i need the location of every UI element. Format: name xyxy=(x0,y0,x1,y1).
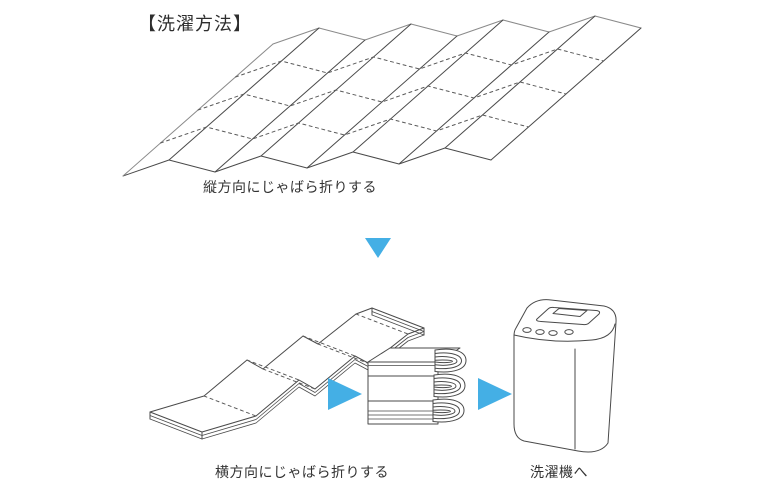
step1-caption: 縦方向にじゃばら折りする xyxy=(203,179,377,195)
down-arrow-icon xyxy=(365,238,391,258)
right-arrow-icon xyxy=(328,378,362,410)
step4-caption: 洗濯機へ xyxy=(530,464,588,480)
washing-machine-diagram xyxy=(513,299,617,453)
right-arrow-icon xyxy=(478,378,512,410)
step2-caption: 横方向にじゃばら折りする xyxy=(215,464,389,480)
page-title: 【洗濯方法】 xyxy=(138,14,252,34)
folded-stack-diagram xyxy=(367,347,467,425)
accordion-folded-sheet-diagram xyxy=(122,15,642,177)
